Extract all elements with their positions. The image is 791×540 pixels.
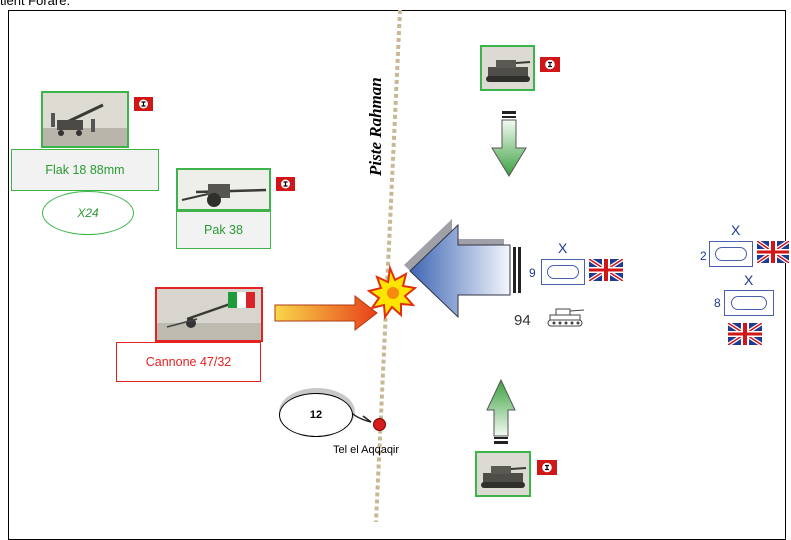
- nazi-flag-icon: [540, 57, 560, 72]
- tank-icon: [477, 453, 529, 495]
- green-arrow-down: [491, 111, 527, 177]
- tank-icon: [482, 47, 533, 89]
- tank-count: 94: [514, 312, 531, 329]
- tank-bottom-photo: [475, 451, 531, 497]
- green-arrow-up: [486, 378, 516, 444]
- flak-oval: X24: [42, 191, 134, 235]
- flak-photo: [41, 91, 129, 148]
- union-jack-icon: [589, 259, 623, 281]
- armour-symbol-2: [709, 241, 753, 267]
- turn-marker: 12: [279, 393, 353, 437]
- location-label: Tel el Aqqaqir: [333, 444, 400, 456]
- unit-size-8: X: [744, 272, 754, 288]
- pak-gun-icon: [178, 170, 269, 209]
- unit-strength-2: 2: [700, 249, 707, 263]
- explosion-icon: [366, 264, 418, 320]
- unit-size-9: X: [558, 240, 568, 256]
- cannone-photo: [155, 287, 263, 342]
- unit-strength-8: 8: [714, 296, 721, 310]
- orange-arrow-right: [274, 294, 378, 332]
- tank-top-photo: [480, 45, 535, 91]
- road-line: [374, 9, 402, 522]
- blue-arrow-left: [404, 219, 521, 319]
- red-dot-icon: [373, 418, 386, 431]
- flak-gun-icon: [43, 93, 127, 146]
- pak-photo: [176, 168, 271, 211]
- caption-partial: tient Forare.: [0, 0, 71, 8]
- union-jack-icon: [757, 241, 789, 263]
- nazi-flag-icon: [276, 177, 295, 191]
- pak-label: Pak 38: [176, 211, 271, 249]
- cannone-label: Cannone 47/32: [116, 342, 261, 382]
- nazi-flag-icon: [537, 460, 557, 475]
- union-jack-icon: [728, 323, 762, 345]
- flak-label: Flak 18 88mm: [11, 149, 159, 191]
- armour-symbol-9: [541, 259, 585, 285]
- italian-flag-icon: [228, 292, 255, 308]
- tank-icon: [547, 308, 585, 327]
- armour-symbol-8: [724, 290, 774, 316]
- unit-strength-9: 9: [529, 266, 536, 280]
- unit-size-2: X: [731, 222, 741, 238]
- nazi-flag-icon: [134, 97, 153, 111]
